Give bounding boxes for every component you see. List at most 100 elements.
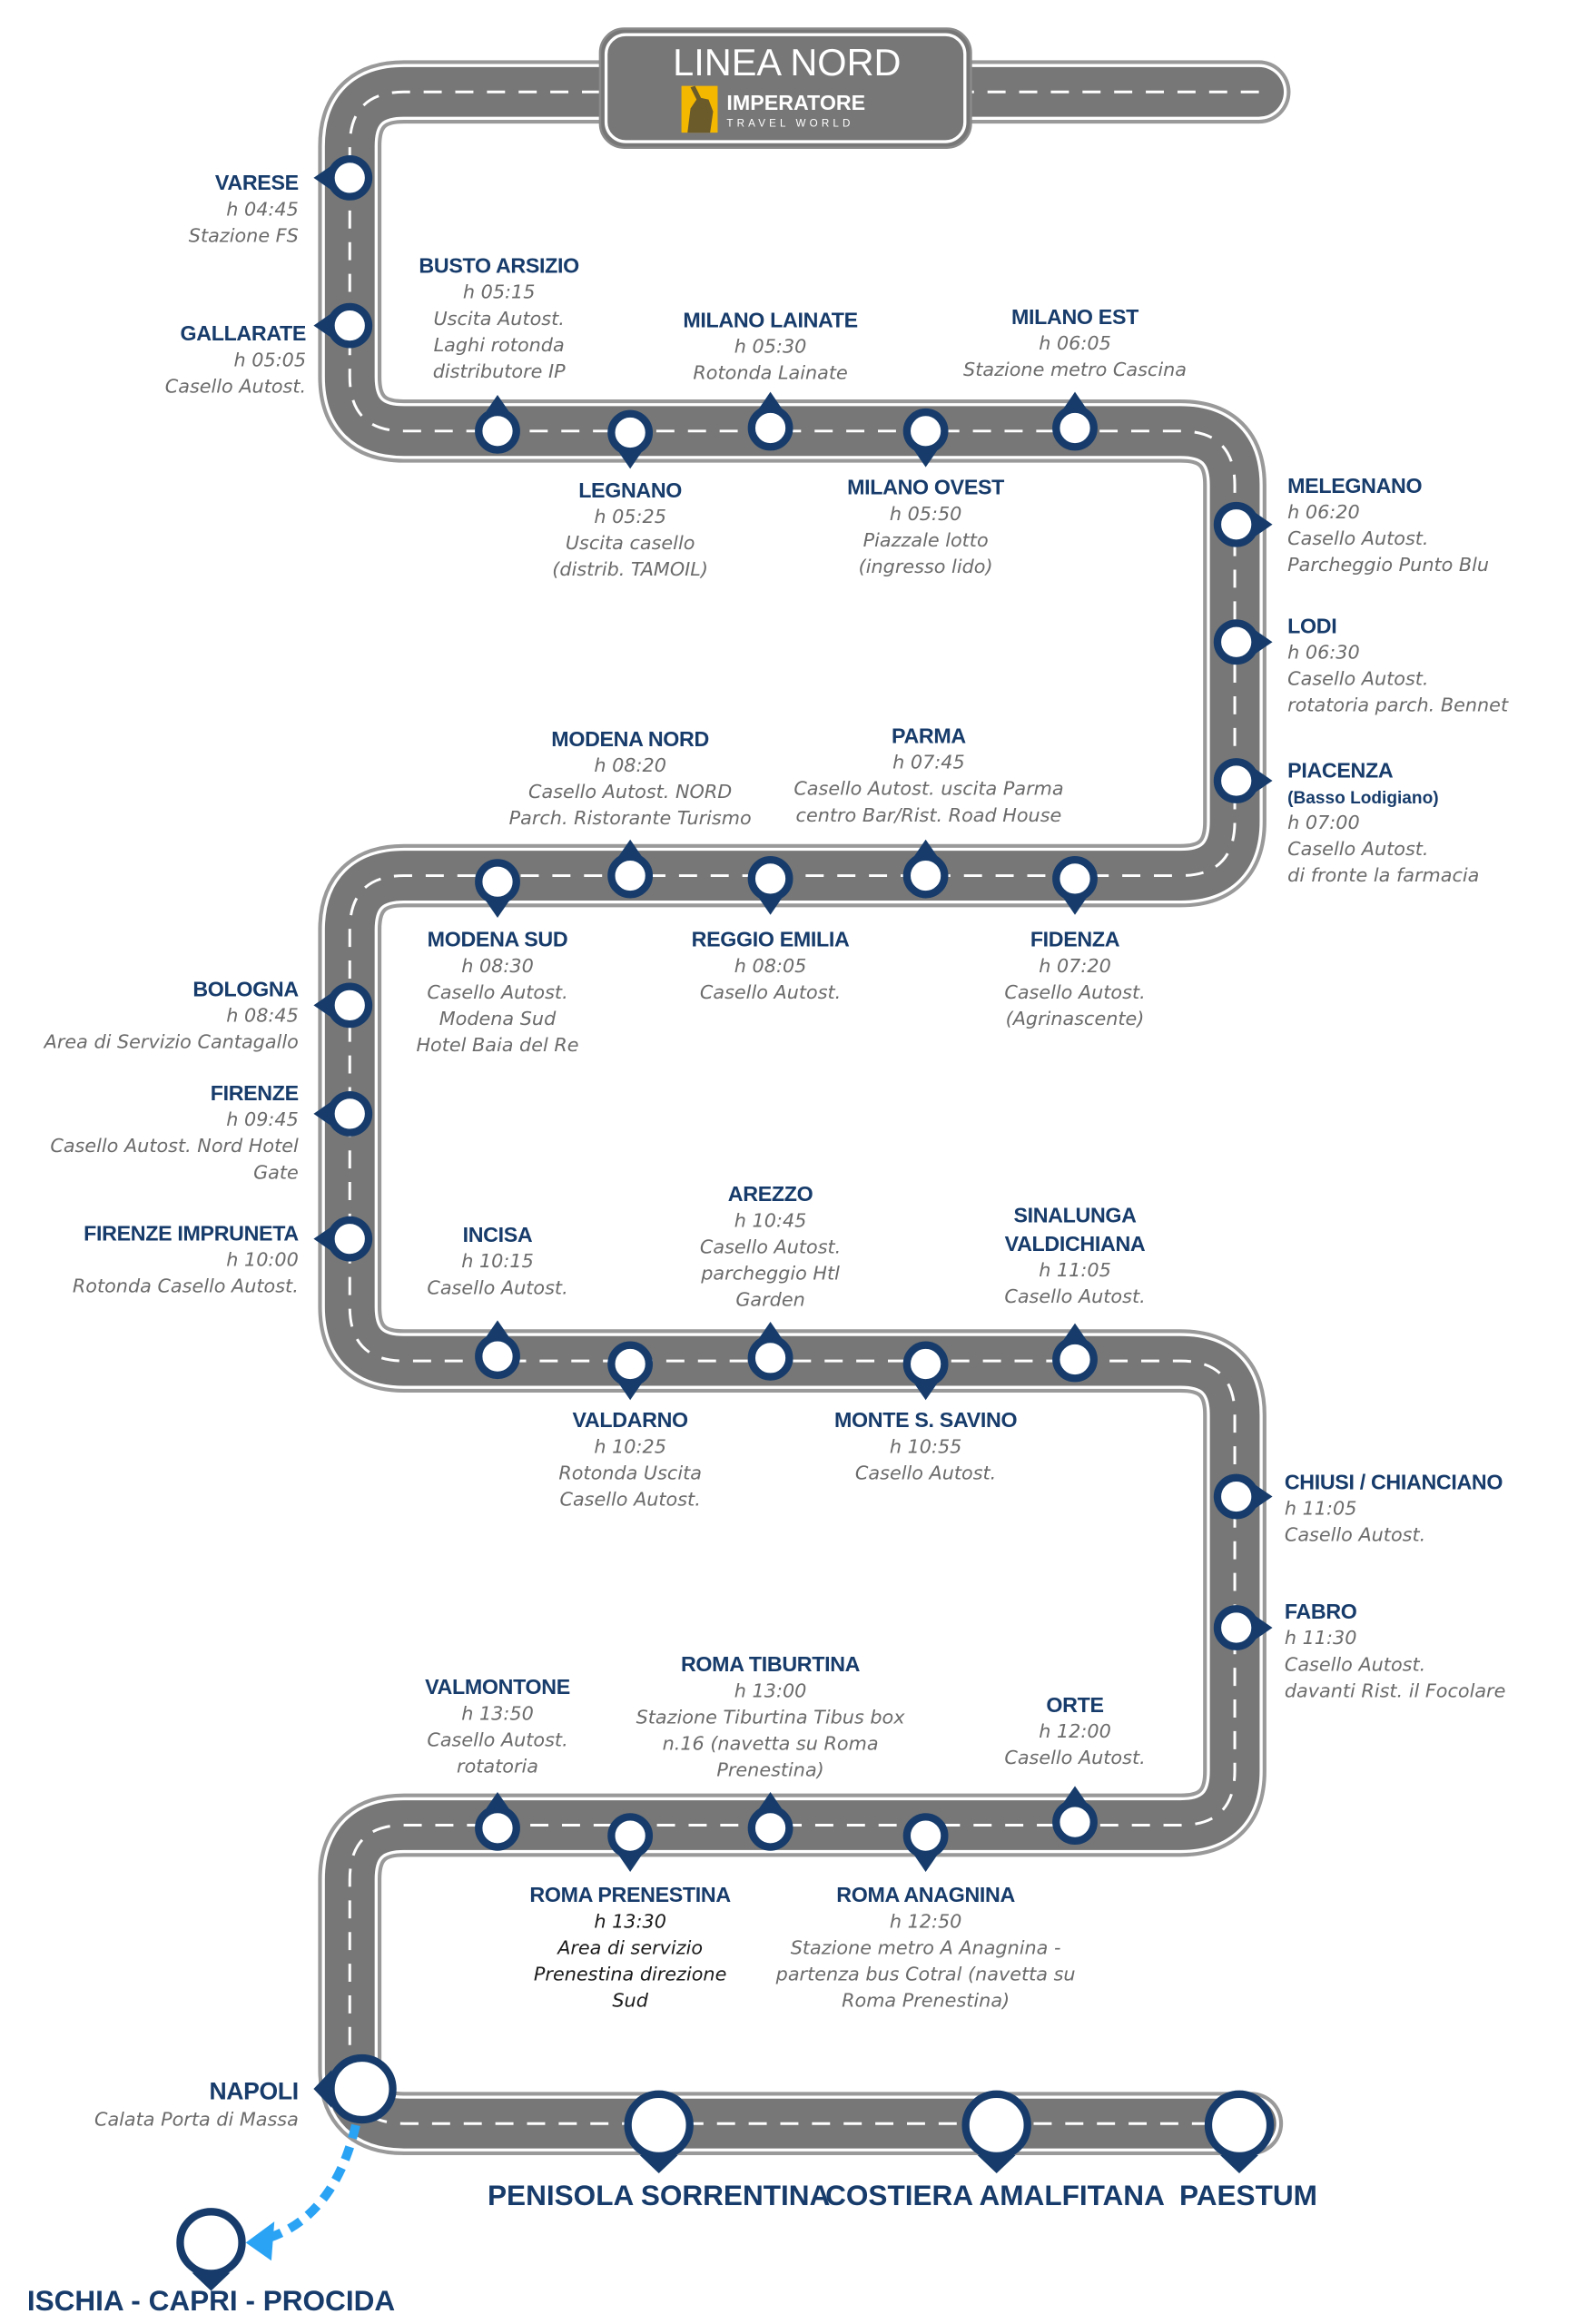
stop-pin-icon <box>1213 758 1273 803</box>
stop-time: h 08:05 <box>734 955 807 977</box>
stop-name: MILANO LAINATE <box>683 308 857 331</box>
stop-subname: VALDICHIANA <box>1005 1232 1146 1256</box>
stop-name: MILANO EST <box>1011 305 1138 329</box>
stop-detail: Casello Autost. <box>1287 527 1428 549</box>
stop-pin-icon <box>1213 501 1273 547</box>
stop-detail: Garden <box>735 1289 804 1311</box>
stop-pin-icon <box>607 1813 654 1872</box>
stop-detail: (distrib. TAMOIL) <box>552 558 708 580</box>
stop-pin-icon <box>747 391 793 451</box>
stop-time: h 12:50 <box>890 1910 962 1932</box>
stop-time: h 05:50 <box>890 503 962 525</box>
stop-detail: (ingresso lido) <box>859 556 993 577</box>
stop-detail: Casello Autost. <box>1287 838 1428 860</box>
stop-detail: Laghi rotonda <box>434 334 565 356</box>
stop-pin-icon <box>607 1341 654 1401</box>
stop-detail: rotatoria <box>457 1755 538 1777</box>
stop-detail: n.16 (navetta su Roma <box>663 1732 879 1754</box>
stop-time: h 08:30 <box>461 955 534 977</box>
stop-name: GALLARATE <box>181 321 307 345</box>
stop-name: MODENA SUD <box>428 928 568 951</box>
stop-detail: Calata Porta di Massa <box>94 2109 299 2131</box>
stop-time: h 13:00 <box>734 1679 807 1701</box>
stop-time: h 10:55 <box>890 1435 962 1457</box>
stop-name: ROMA TIBURTINA <box>681 1652 861 1676</box>
stop-pin-icon <box>1052 1323 1098 1383</box>
stop-name: FABRO <box>1285 1600 1357 1623</box>
stop-detail: Uscita casello <box>566 532 695 554</box>
stop-name: REGGIO EMILIA <box>692 928 850 951</box>
stop-pin-icon <box>1052 391 1098 451</box>
header-sign: LINEA NORD IMPERATORE TRAVEL WORLD <box>598 27 972 149</box>
stop-detail: Casello Autost. <box>1004 1747 1145 1768</box>
stop-detail: Casello Autost. <box>165 375 306 397</box>
stop-name: VALDARNO <box>572 1408 688 1432</box>
stop-pin-icon <box>902 1813 949 1872</box>
stop-detail: centro Bar/Rist. Road House <box>796 804 1062 826</box>
stop-detail: Prenestina direzione <box>534 1963 726 1984</box>
imperatore-logo: IMPERATORE TRAVEL WORLD <box>681 85 865 133</box>
stop-time: h 11:05 <box>1039 1259 1111 1281</box>
stop-pin-icon <box>1213 619 1273 665</box>
brand-tagline: TRAVEL WORLD <box>726 117 853 129</box>
stop-time: h 10:15 <box>461 1250 534 1272</box>
stop-detail: Roma Prenestina) <box>842 1990 1010 2012</box>
stop-name: ROMA PRENESTINA <box>529 1883 731 1906</box>
stop-name: MELEGNANO <box>1287 474 1422 497</box>
stop-pin-icon <box>1213 1473 1273 1520</box>
stop-name: MONTE S. SAVINO <box>834 1408 1017 1432</box>
stop-name: LODI <box>1287 614 1336 637</box>
stop-time: h 11:05 <box>1285 1497 1357 1519</box>
stop-detail: Stazione metro A Anagnina - <box>791 1936 1061 1958</box>
stop-name: BUSTO ARSIZIO <box>419 253 579 277</box>
stop-detail: Casello Autost. <box>1004 1285 1145 1307</box>
destination-name: PENISOLA SORRENTINA <box>488 2179 830 2211</box>
stop-pin-icon <box>313 154 373 201</box>
stop-label: PIACENZA(Basso Lodigiano)h 07:00Casello … <box>1287 759 1479 887</box>
stop-pin-icon <box>475 859 520 919</box>
stop-time: h 11:30 <box>1285 1627 1357 1649</box>
stop-pin-icon <box>1213 1605 1273 1650</box>
stop-detail: Casello Autost. uscita Parma <box>793 778 1063 800</box>
stop-detail: Casello Autost. <box>700 981 841 1003</box>
stop-detail: Area di servizio <box>556 1936 703 1958</box>
stop-detail: partenza bus Cotral (navetta su <box>775 1963 1076 1984</box>
stop-time: h 05:30 <box>734 335 807 357</box>
stop-pin-icon <box>902 1341 949 1401</box>
stop-name: MODENA NORD <box>551 727 709 751</box>
stop-name: BOLOGNA <box>192 977 299 1000</box>
header-title: LINEA NORD <box>673 41 901 84</box>
stop-detail: Stazione FS <box>189 224 299 246</box>
stop-detail: Casello Autost. <box>855 1462 996 1483</box>
destination-pin-icon <box>961 2090 1031 2173</box>
stop-name: PIACENZA <box>1287 759 1394 783</box>
stop-time: h 10:45 <box>734 1209 807 1231</box>
stop-pin-icon <box>747 855 793 915</box>
stop-pin-icon <box>475 394 520 454</box>
stop-pin-icon <box>313 982 373 1029</box>
stop-detail: Stazione Tiburtina Tibus box <box>636 1706 906 1728</box>
stop-detail: davanti Rist. il Focolare <box>1285 1679 1506 1701</box>
stop-name: CHIUSI / CHIANCIANO <box>1285 1470 1503 1493</box>
stop-detail: Casello Autost. <box>1287 668 1428 690</box>
stop-pin-icon <box>1052 1786 1098 1846</box>
stop-time: h 05:25 <box>594 506 666 527</box>
stop-detail: (Agrinascente) <box>1006 1008 1145 1029</box>
destination-name: COSTIERA AMALFITANA <box>825 2179 1165 2211</box>
stop-name: ORTE <box>1046 1693 1103 1717</box>
